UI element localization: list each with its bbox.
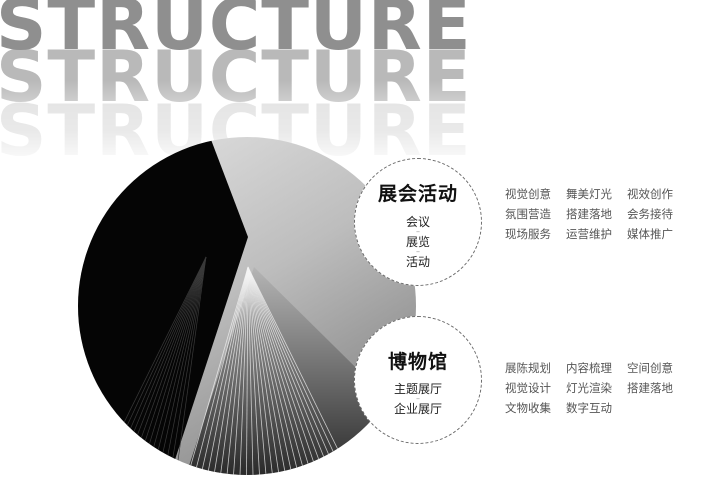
facade-line	[175, 256, 207, 475]
service-item: 搭建落地	[566, 207, 612, 221]
service-item: 空间创意	[627, 361, 673, 375]
museum-badge-item: 企业展厅	[393, 402, 442, 416]
facade-line	[247, 266, 273, 475]
museum-badge-item: 主题展厅	[393, 382, 442, 396]
facade-line	[194, 266, 249, 475]
event-badge-item: 活动	[405, 255, 430, 269]
service-item: 数字互动	[566, 401, 612, 415]
facade-line	[207, 266, 249, 475]
facade-line	[247, 266, 299, 475]
facade-line	[163, 256, 207, 475]
service-item: 视觉创意	[505, 187, 551, 201]
event-badge-items: 会议 – 展览 – 活动	[355, 215, 481, 269]
museum-badge: 博物馆 主题展厅 – 企业展厅	[354, 316, 482, 444]
hero-word-middle: STRUCTURE	[0, 36, 472, 118]
facade-line	[247, 266, 351, 475]
facade-line	[226, 266, 249, 475]
service-item: 灯光渲染	[566, 381, 612, 395]
service-item: 会务接待	[627, 207, 673, 221]
service-item: 搭建落地	[627, 381, 673, 395]
facade-line	[169, 256, 207, 475]
service-item: 运营维护	[566, 227, 612, 241]
facade-line	[145, 256, 207, 475]
dash-icon: –	[416, 394, 420, 403]
service-item: 内容梳理	[566, 361, 612, 375]
facade-lines	[97, 256, 351, 475]
facade-line	[200, 266, 249, 475]
service-item: 舞美灯光	[566, 187, 612, 201]
facade-line	[247, 266, 338, 475]
facade-line	[247, 266, 267, 475]
facade-line	[247, 266, 332, 475]
facade-line	[220, 266, 249, 475]
event-badge-item: 会议	[405, 215, 430, 229]
event-badge: 展会活动 会议 – 展览 – 活动	[354, 158, 482, 286]
service-item: 展陈规划	[505, 361, 551, 375]
service-item: 媒体推广	[627, 227, 673, 241]
facade-line	[247, 266, 312, 475]
service-item: 氛围营造	[505, 207, 551, 221]
facade-line	[247, 266, 345, 475]
facade-line	[151, 256, 207, 475]
service-item: 视觉设计	[505, 381, 551, 395]
facade-line	[247, 266, 319, 475]
dash-icon: –	[416, 227, 420, 236]
facade-line	[247, 266, 254, 475]
facade-line	[247, 266, 260, 475]
facade-line	[239, 266, 249, 475]
facade-line	[247, 266, 280, 475]
facade-line	[246, 266, 249, 475]
facade-line	[139, 256, 207, 475]
right-tower	[186, 267, 416, 475]
left-tower	[78, 137, 248, 475]
service-item: 视效创作	[627, 187, 673, 201]
facade-line	[213, 266, 249, 475]
facade-line	[233, 266, 249, 475]
museum-services-grid: 展陈规划 内容梳理 空间创意 视觉设计 灯光渲染 搭建落地 文物收集 数字互动	[505, 361, 688, 415]
facade-line	[157, 256, 207, 475]
facade-line	[247, 266, 306, 475]
architecture-photo-circle	[78, 137, 416, 475]
service-item: 文物收集	[505, 401, 551, 415]
dash-icon: –	[416, 247, 420, 256]
facade-line	[187, 266, 249, 475]
event-badge-title: 展会活动	[377, 183, 458, 205]
hero-word-top: STRUCTURE	[0, 0, 472, 66]
facade-line	[247, 266, 325, 475]
museum-badge-title: 博物馆	[387, 351, 448, 373]
facade-line	[247, 266, 293, 475]
museum-badge-items: 主题展厅 – 企业展厅	[355, 382, 481, 416]
service-item: 现场服务	[505, 227, 551, 241]
facade-line	[133, 256, 207, 475]
event-badge-item: 展览	[405, 235, 430, 249]
facade-line	[247, 266, 286, 475]
event-services-grid: 视觉创意 舞美灯光 视效创作 氛围营造 搭建落地 会务接待 现场服务 运营维护 …	[505, 187, 688, 241]
